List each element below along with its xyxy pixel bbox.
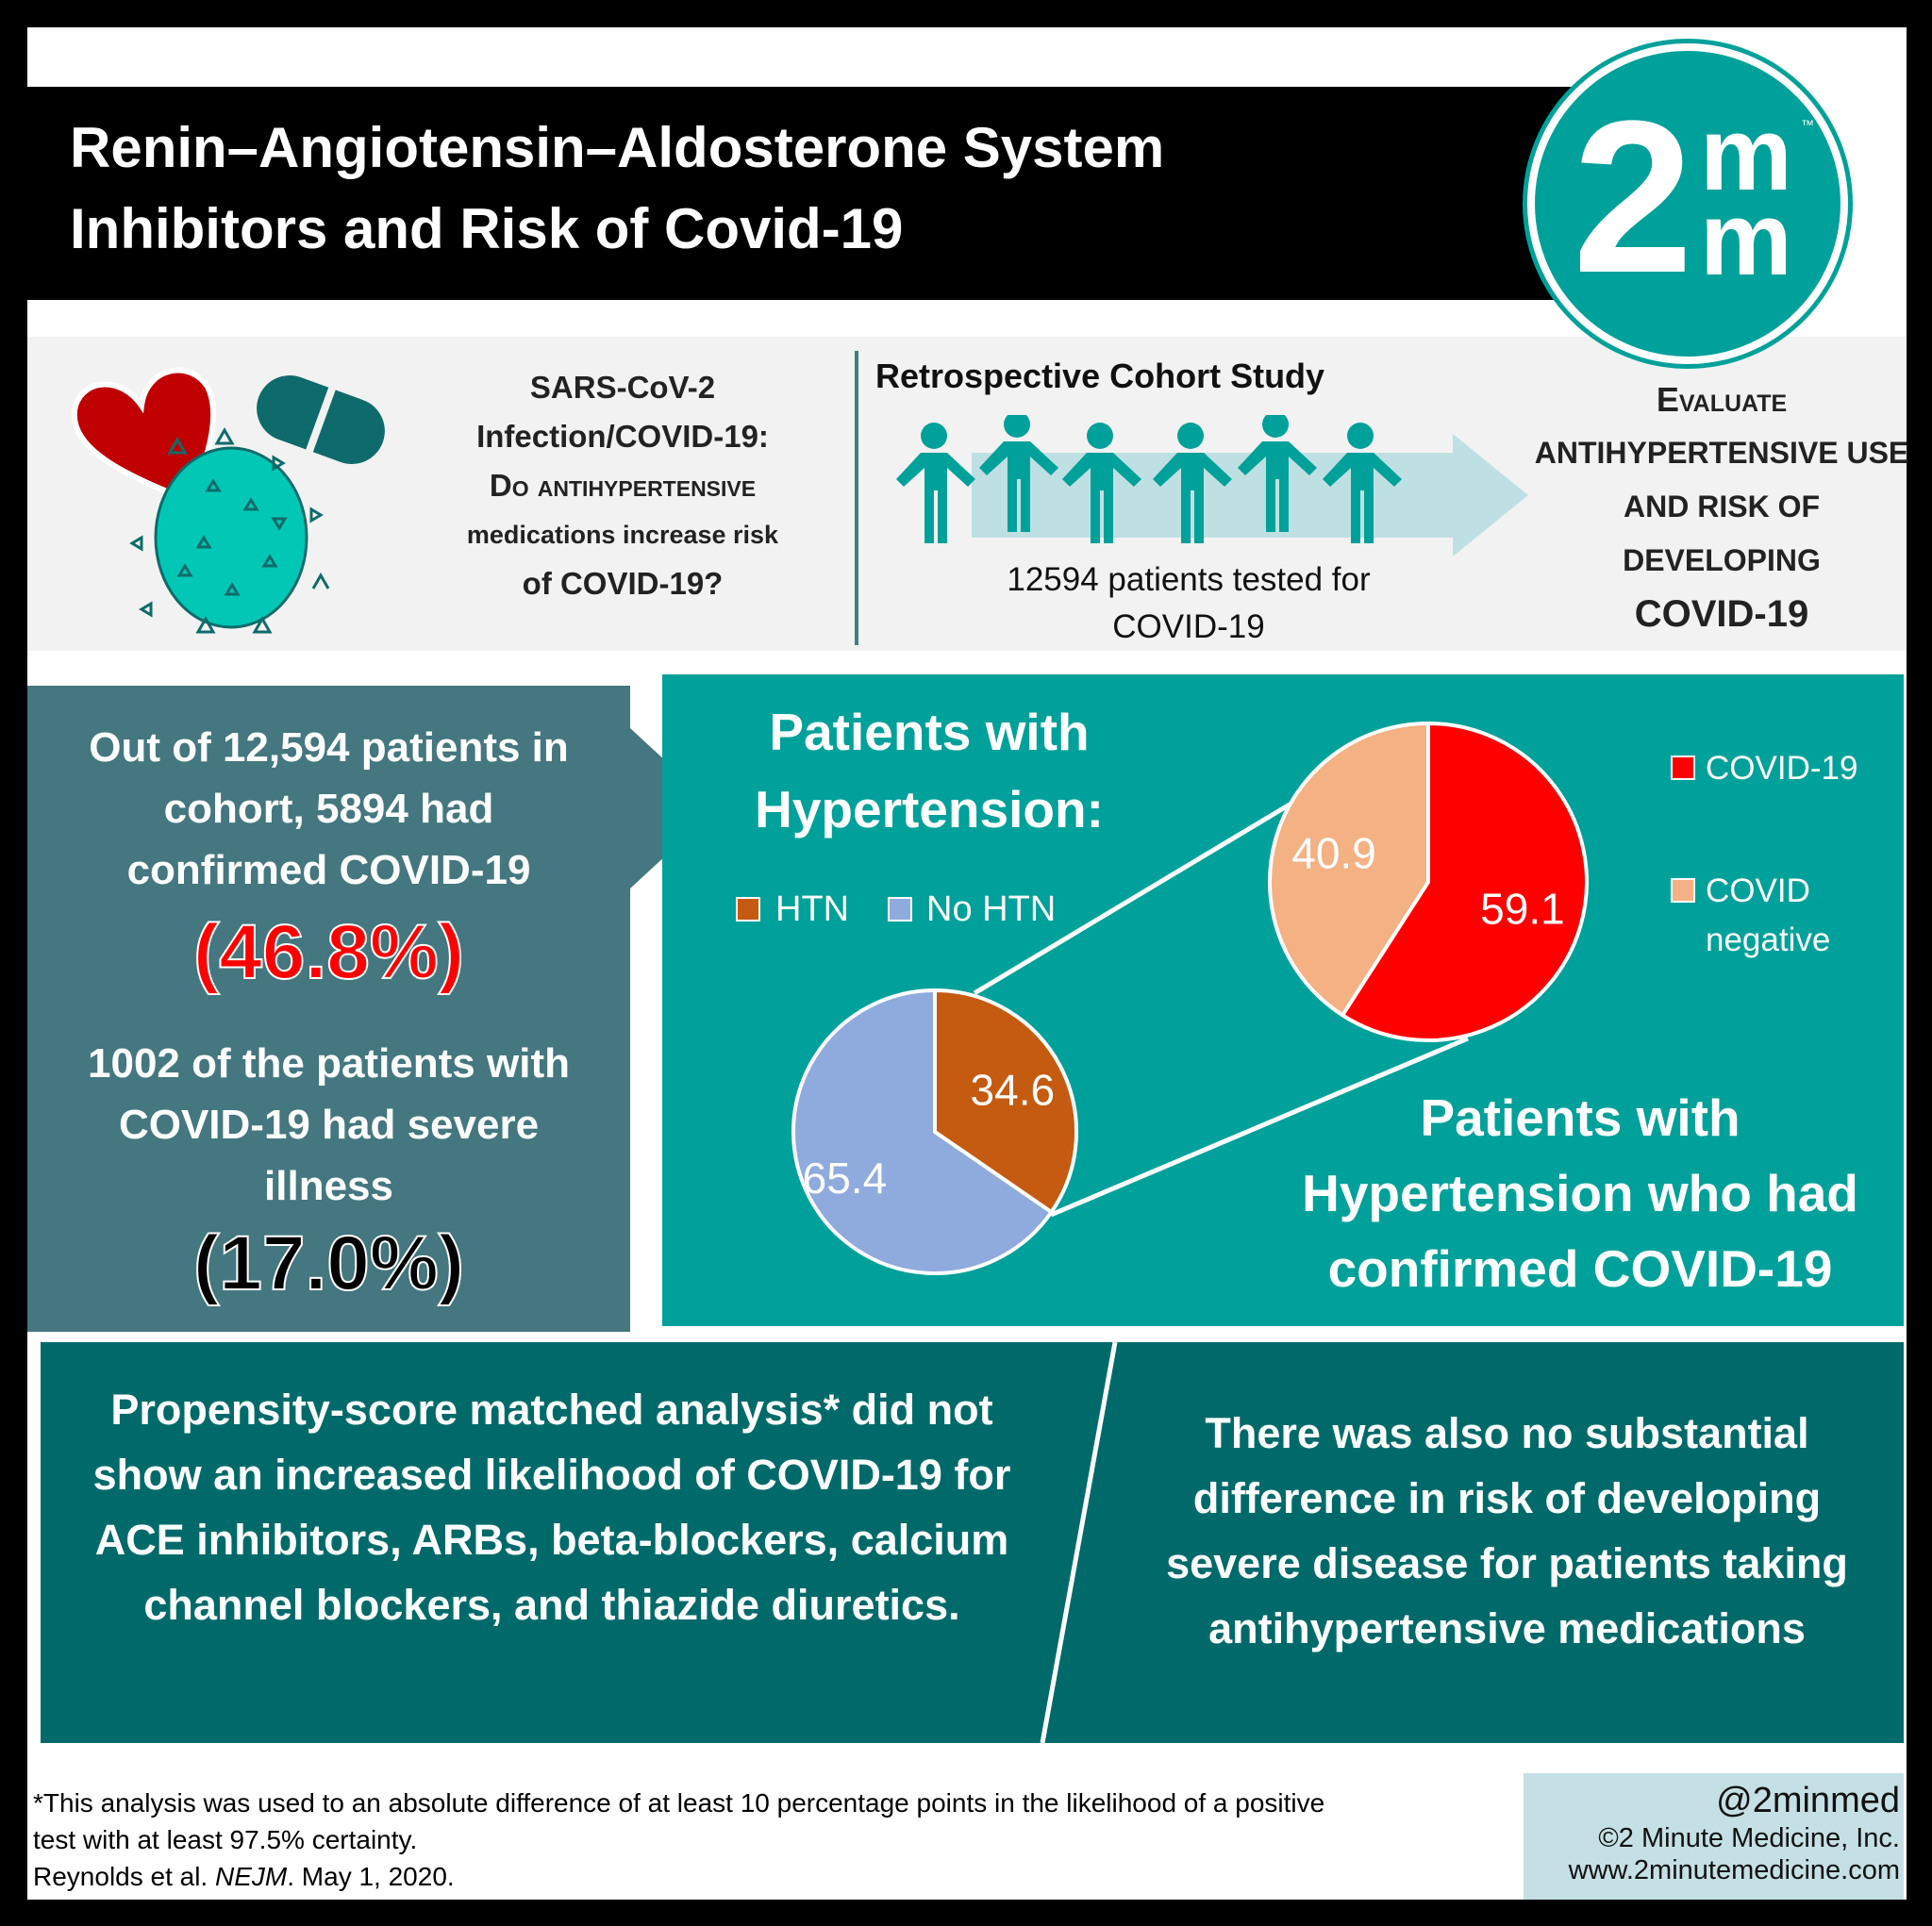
conclusion-right: There was also no substantial difference… (1166, 1409, 1848, 1652)
objective-line: antihypertensive use (1534, 436, 1909, 470)
legend-swatch (736, 897, 760, 921)
copyright: ©2 Minute Medicine, Inc. (1598, 1823, 1900, 1853)
pie-slice-covid-negative (1268, 721, 1430, 1019)
patients-arrow-graphic (896, 415, 1528, 556)
question-line: medications increase risk (466, 521, 779, 549)
question-line: SARS-CoV-2 (529, 370, 716, 405)
pie-data-label: 40.9 (1291, 829, 1376, 878)
objective-line: developing (1623, 543, 1821, 577)
pie-slice-htn (933, 988, 1078, 1215)
legend-label: negative (1706, 921, 1830, 958)
legend-swatch (1671, 755, 1695, 780)
person-icon (1153, 423, 1232, 543)
citation: Reynolds et al. NEJM. May 1, 2020. (33, 1858, 1373, 1895)
credit-box: @2minmed ©2 Minute Medicine, Inc. www.2m… (1524, 1773, 1904, 1900)
severe-text: 1002 of the patients with COVID-19 had s… (88, 1040, 570, 1209)
research-question: SARS-CoV-2 Infection/COVID-19: Do antihy… (415, 363, 830, 608)
person-icon (1323, 423, 1402, 543)
pie-slice-covid-19 (1340, 721, 1589, 1042)
citation-authors: Reynolds et al. (33, 1862, 215, 1891)
citation-journal: NEJM (215, 1862, 288, 1891)
cohort-results-box (27, 686, 630, 1332)
website-link[interactable]: www.2minutemedicine.com (1568, 1855, 1900, 1885)
legend-label: COVID-19 (1706, 750, 1857, 787)
legend-covid-negative: COVID negative (1671, 872, 1830, 958)
legend-htn: HTN (736, 889, 849, 929)
study-objective: Evaluate antihypertensive use and risk o… (1528, 373, 1915, 641)
cohort-percent: (46.8%) (192, 909, 465, 996)
conclusion-left: Propensity-score matched analysis* did n… (92, 1386, 1011, 1629)
legend-covid: COVID-19 (1671, 750, 1857, 787)
virus-icon (129, 426, 330, 634)
intro-band (27, 337, 1907, 651)
title-bar: Renin–Angiotensin–Aldosterone System Inh… (27, 87, 1631, 300)
title-line-1: Renin–Angiotensin–Aldosterone System (70, 116, 1165, 179)
connector-line (1050, 1036, 1469, 1218)
patients-tested: 12594 patients tested for COVID-19 (1007, 561, 1371, 645)
pie-data-label: 59.1 (1480, 884, 1565, 933)
objective-line: COVID-19 (1634, 593, 1809, 635)
pie-data-label: 65.4 (803, 1154, 888, 1203)
pie-slice-no-htn (791, 988, 1055, 1275)
legend-swatch (1671, 878, 1695, 903)
person-icon (1238, 415, 1317, 532)
twitter-handle[interactable]: @2minmed (1716, 1781, 1900, 1820)
objective-line: Evaluate (1656, 380, 1788, 419)
cohort-text: Out of 12,594 patients in cohort, 5894 h… (89, 724, 569, 893)
title-line-2: Inhibitors and Risk of Covid-19 (70, 197, 904, 260)
question-line: of COVID-19? (522, 566, 724, 601)
person-icon (1062, 423, 1141, 543)
diagonal-divider (1040, 1342, 1118, 1743)
divider (855, 351, 858, 645)
heart-icon (71, 367, 217, 504)
legend-label: No HTN (926, 889, 1056, 929)
study-type: Retrospective Cohort Study (875, 357, 1325, 395)
covid-pie-title: Patients with Hypertension who had confi… (1302, 1088, 1858, 1298)
question-line: Infection/COVID-19: (476, 419, 769, 454)
legend-label: COVID (1706, 872, 1810, 909)
heart-pill-virus-illustration (71, 367, 385, 634)
citation-date: . May 1, 2020. (287, 1862, 455, 1891)
legend-label: HTN (775, 889, 849, 929)
conclusions-band (41, 1342, 1904, 1743)
trademark: ™ (1801, 117, 1814, 132)
person-icon (979, 415, 1058, 532)
connector-line (973, 802, 1291, 996)
question-line: Do antihypertensive (489, 468, 757, 503)
pill-icon (257, 375, 385, 464)
pie-data-label: 34.6 (971, 1066, 1056, 1115)
htn-pie-title: Patients with Hypertension: (755, 703, 1104, 838)
person-icon (896, 423, 975, 543)
footnote: *This analysis was used to an absolute d… (33, 1785, 1373, 1895)
legend-no-htn: No HTN (888, 889, 1056, 929)
objective-line: and risk of (1624, 490, 1820, 523)
footnote-text: *This analysis was used to an absolute d… (33, 1788, 1325, 1854)
severe-percent: (17.0%) (192, 1220, 465, 1307)
legend-swatch (888, 897, 912, 921)
